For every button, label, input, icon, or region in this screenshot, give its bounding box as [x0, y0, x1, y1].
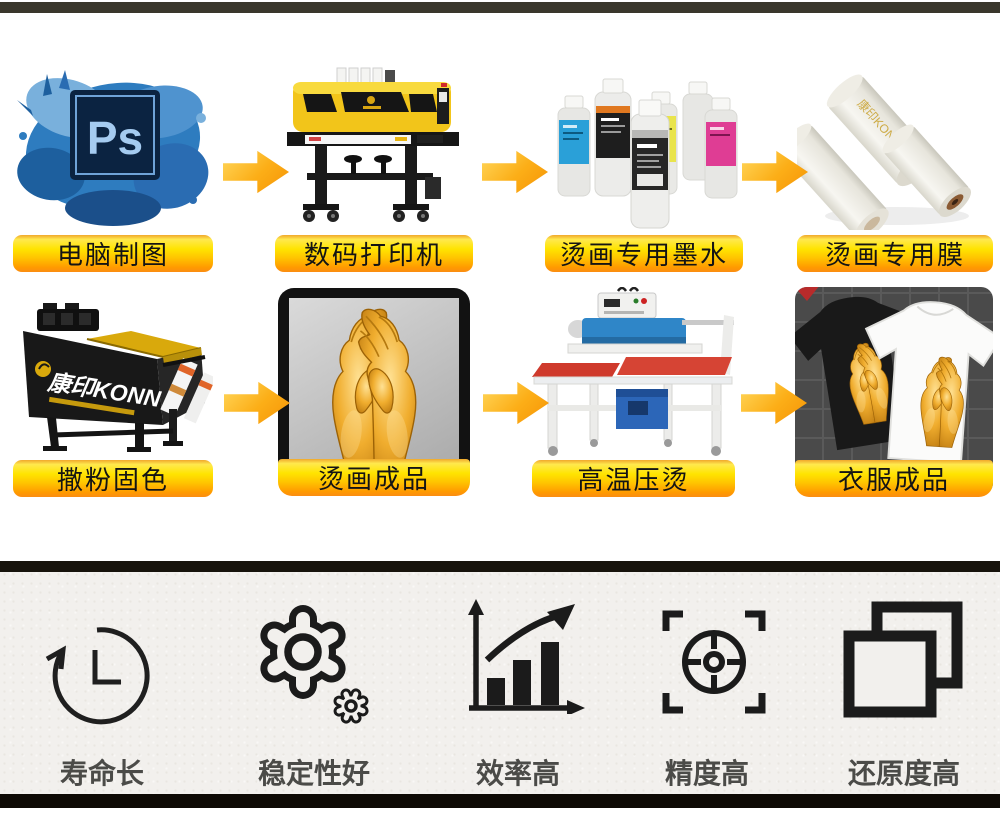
step-label: 烫画专用墨水: [545, 235, 743, 272]
clock-refresh-icon: [45, 627, 150, 725]
step-digital-printer: 数码打印机: [275, 60, 473, 272]
step-label: 衣服成品: [795, 460, 993, 497]
step-finished-clothes: 衣服成品: [795, 287, 993, 497]
flow-arrow-icon: [482, 150, 548, 194]
step-label: 烫画成品: [278, 459, 470, 496]
step-label: 电脑制图: [13, 235, 213, 272]
section-divider-top: [0, 561, 1000, 572]
step-label: 撒粉固色: [13, 460, 213, 497]
film-rolls-image: 康印KONN: [797, 72, 993, 230]
top-divider-bar: [0, 2, 1000, 13]
step-computer-design: Ps 电脑制图: [13, 60, 213, 272]
step-label: 数码打印机: [275, 235, 473, 272]
printer-image: [275, 65, 473, 227]
target-icon: [662, 610, 766, 714]
photoshop-logo-image: Ps: [13, 60, 213, 232]
feature-label: 还原度高: [847, 758, 960, 789]
heat-press-image: [532, 287, 735, 457]
step-label: 烫画专用膜: [797, 235, 993, 272]
growth-chart-icon: [468, 599, 585, 714]
feature-label: 效率高: [475, 758, 560, 789]
section-divider-bottom: [0, 794, 1000, 808]
feature-label: 精度高: [664, 758, 749, 789]
step-transfer-ink: 烫画专用墨水: [545, 60, 743, 272]
overlap-squares-icon: [843, 601, 963, 718]
ink-bottles-image: [545, 70, 743, 230]
step-heat-press: 高温压烫: [532, 287, 735, 497]
step-transfer-film: 康印KONN 烫画专用膜: [797, 60, 993, 272]
step-label: 高温压烫: [532, 460, 735, 497]
feature-label: 稳定性好: [257, 758, 370, 789]
powder-machine-image: 康印KONN: [13, 303, 213, 455]
step-powder-curing: 康印KONN: [13, 287, 213, 497]
gears-icon: [260, 605, 369, 724]
photoshop-ps-text: Ps: [87, 112, 143, 164]
step-transfer-result: 烫画成品: [278, 288, 470, 496]
feature-label: 寿命长: [59, 758, 144, 789]
